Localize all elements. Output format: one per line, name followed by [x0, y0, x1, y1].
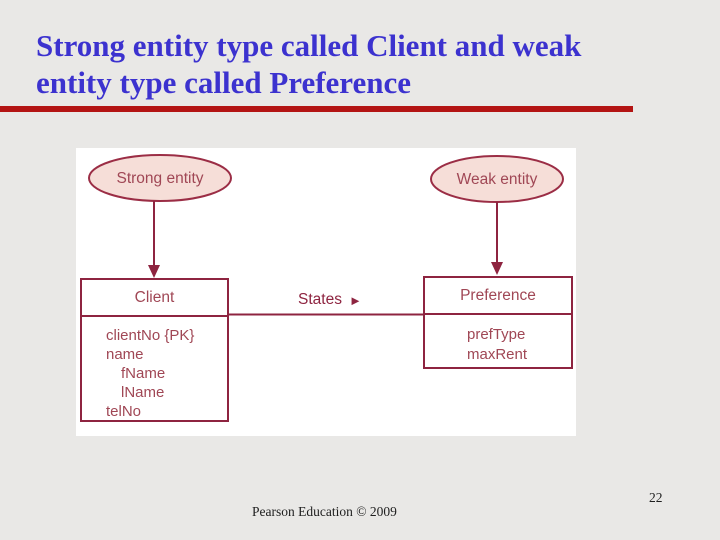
strong-entity-ellipse [88, 154, 232, 202]
preference-attribute: maxRent [467, 346, 528, 363]
client-attribute: name [106, 346, 144, 363]
client-attribute-list: clientNo {PK} name fName lName telNo [82, 317, 227, 421]
footer-credit: Pearson Education © 2009 [252, 504, 397, 519]
title-underline-rule [0, 106, 633, 112]
page-title-line2: entity type called Preference [36, 65, 412, 100]
client-entity-header: Client [82, 280, 227, 317]
client-entity-box: Client clientNo {PK} name fName lName te… [80, 278, 229, 422]
weak-entity-arrowhead-icon [491, 262, 503, 275]
client-attribute: clientNo {PK} [106, 327, 195, 344]
relationship-direction-icon: ► [348, 292, 362, 308]
relationship-label: States ► [298, 291, 362, 309]
page-title: Strong entity type called Client and wea… [36, 27, 676, 101]
preference-attribute: prefType [467, 326, 526, 343]
er-diagram-panel: Strong entity Weak entity Client clientN… [76, 148, 576, 436]
preference-entity-box: Preference prefType maxRent [423, 276, 573, 369]
page-title-line1: Strong entity type called Client and wea… [36, 28, 582, 63]
client-attribute: lName [121, 384, 165, 401]
preference-attribute-list: prefType maxRent [425, 315, 571, 365]
page-number: 22 [649, 490, 663, 505]
strong-entity-arrowhead-icon [148, 265, 160, 278]
client-attribute: telNo [106, 403, 142, 420]
weak-entity-label: Weak entity [456, 170, 538, 188]
relationship-name: States [298, 291, 342, 308]
er-diagram-shapes [88, 154, 564, 316]
client-attribute: fName [121, 365, 166, 382]
strong-entity-label: Strong entity [116, 169, 204, 187]
preference-entity-header: Preference [425, 278, 571, 315]
